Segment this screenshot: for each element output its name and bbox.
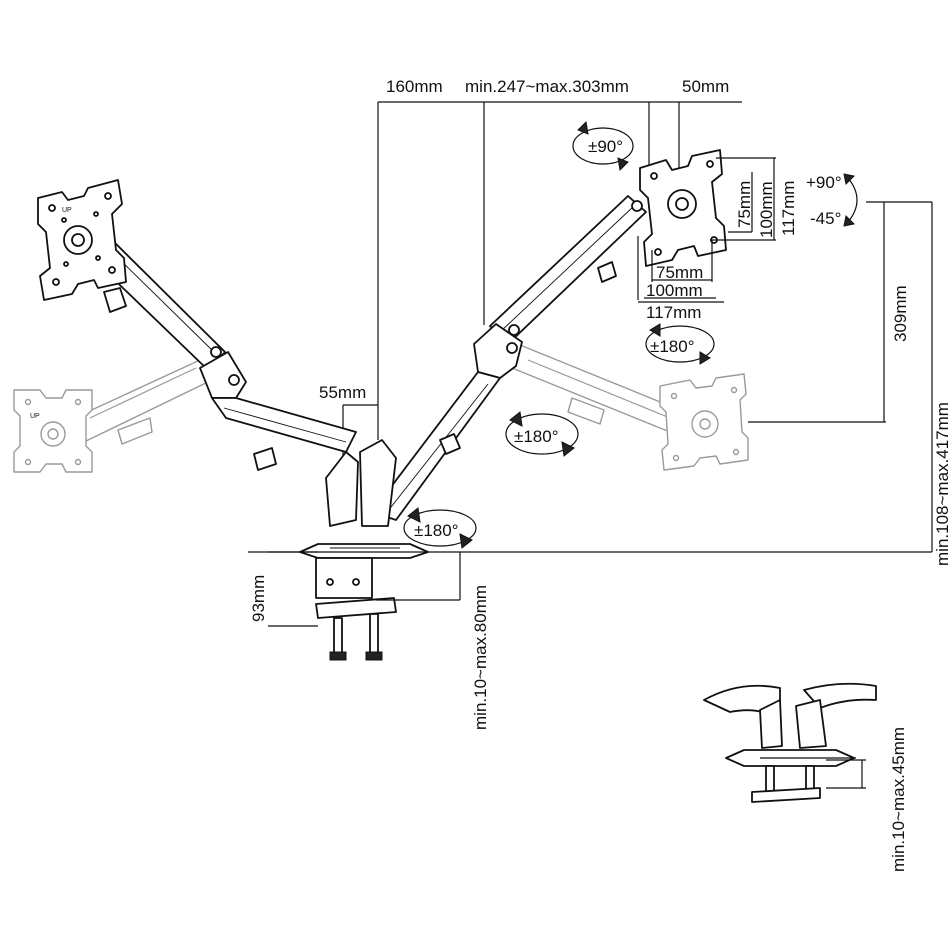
arm-reach-label: min.247~max.303mm [465, 77, 629, 96]
tilt-up-label: +90° [806, 173, 842, 192]
ghost-monitor-left: UP [13, 389, 93, 473]
rotate-head-label: ±180° [650, 337, 695, 356]
grommet-desk-range-label: min.10~max.45mm [889, 727, 908, 872]
height-range-label: min.108~max.417mm [933, 402, 952, 566]
left-up-mark: UP [62, 207, 72, 214]
vesa-117-h-label: 117mm [646, 303, 701, 322]
desk-clamp [315, 557, 397, 661]
clamp-desk-range-label: min.10~max.80mm [471, 585, 490, 730]
height-309-label: 309mm [891, 285, 910, 342]
ghost-left-up-mark: UP [30, 413, 40, 420]
swivel-head-label: ±90° [588, 137, 623, 156]
left-lower-arm [211, 397, 357, 471]
right-upper-arm [489, 195, 647, 345]
left-monitor-plate: UP [37, 179, 127, 301]
vesa-75-v-label: 75mm [735, 181, 754, 228]
right-monitor-plate [639, 149, 727, 267]
ghost-arm-right [511, 344, 681, 433]
rotate-base-label: ±180° [414, 521, 459, 540]
clamp-dimension-lines [268, 551, 461, 627]
tilt-arrow [843, 173, 858, 227]
right-lower-arm [371, 371, 501, 521]
rotate-base-arrow [403, 507, 477, 549]
vesa-75-h-label: 75mm [656, 263, 703, 282]
swivel-head-arrow [572, 120, 634, 172]
vesa-117-v-label: 117mm [779, 181, 798, 236]
clamp-93-label: 93mm [249, 575, 268, 622]
pole-55-label: 55mm [319, 383, 366, 402]
rotate-elbow-label: ±180° [514, 427, 559, 446]
height-dimension-lines [748, 201, 933, 552]
offset-160-label: 160mm [386, 77, 443, 96]
vesa-dimension-lines [637, 157, 776, 303]
arm-base [299, 439, 429, 559]
top-dimension-lines [342, 101, 742, 465]
rotate-elbow-arrow [505, 411, 579, 457]
left-upper-arm [95, 235, 226, 371]
grommet-inset [703, 682, 877, 803]
tilt-down-label: -45° [810, 209, 841, 228]
rotate-head-arrow [645, 323, 715, 365]
left-elbow [199, 351, 247, 399]
vesa-100-v-label: 100mm [757, 181, 776, 238]
vesa-offset-50-label: 50mm [682, 77, 729, 96]
ghost-monitor-right [659, 373, 749, 471]
vesa-100-h-label: 100mm [646, 281, 703, 300]
